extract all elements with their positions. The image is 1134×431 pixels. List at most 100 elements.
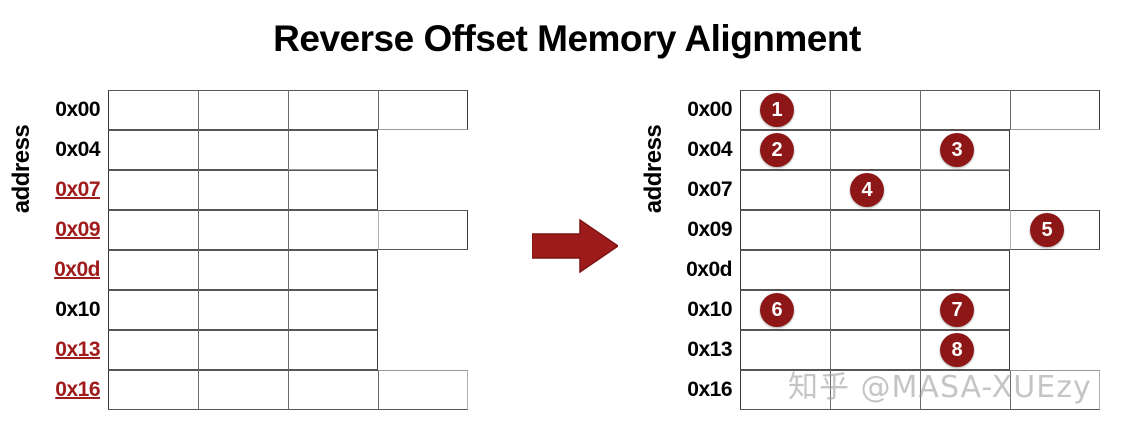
memory-cell xyxy=(198,330,288,370)
memory-row xyxy=(108,210,468,250)
memory-cell xyxy=(830,370,920,410)
memory-row xyxy=(108,250,468,290)
memory-row xyxy=(108,170,468,210)
memory-cell xyxy=(920,210,1010,250)
memory-cell xyxy=(198,250,288,290)
memory-cell xyxy=(108,90,198,130)
memory-cell xyxy=(108,290,198,330)
memory-cell xyxy=(830,290,920,330)
right-arrow-icon xyxy=(531,218,620,274)
row-label-column-left: 0x00 0x04 0x07 0x09 0x0d 0x10 0x13 0x16 xyxy=(38,90,100,410)
row-label-left-0x00: 0x00 xyxy=(55,98,100,121)
memory-cell xyxy=(288,210,378,250)
memory-cell xyxy=(108,210,198,250)
memory-cell xyxy=(378,370,468,410)
marker-circle-4: 4 xyxy=(850,173,884,207)
row-label-right-0x00: 0x00 xyxy=(687,98,732,121)
memory-row xyxy=(740,250,1100,290)
memory-cell xyxy=(830,130,920,170)
memory-cell xyxy=(740,210,830,250)
memory-cell xyxy=(198,90,288,130)
row-label-left-0x04: 0x04 xyxy=(55,138,100,161)
axis-label-address-right: address xyxy=(640,124,667,214)
row-label-left-0x07: 0x07 xyxy=(55,178,100,201)
axis-label-address-left: address xyxy=(8,124,35,214)
memory-row xyxy=(740,130,1100,170)
memory-row xyxy=(740,90,1100,130)
memory-cell xyxy=(288,370,378,410)
memory-row xyxy=(108,290,468,330)
row-label-right-0x13: 0x13 xyxy=(687,338,732,361)
memory-cell xyxy=(198,290,288,330)
memory-row xyxy=(740,290,1100,330)
memory-cell xyxy=(108,170,198,210)
memory-cell xyxy=(920,170,1010,210)
memory-cell xyxy=(288,290,378,330)
memory-row xyxy=(740,170,1100,210)
memory-cell-empty xyxy=(378,330,468,370)
memory-cell xyxy=(108,370,198,410)
row-label-left-0x09: 0x09 xyxy=(55,218,100,241)
memory-cell xyxy=(108,250,198,290)
memory-row xyxy=(108,130,468,170)
row-label-left-0x13: 0x13 xyxy=(55,338,100,361)
row-label-right-0x10: 0x10 xyxy=(687,298,732,321)
memory-cell-empty xyxy=(378,170,468,210)
memory-cell xyxy=(830,210,920,250)
memory-cell xyxy=(288,130,378,170)
memory-cell xyxy=(108,130,198,170)
memory-cell xyxy=(920,90,1010,130)
memory-cell xyxy=(740,250,830,290)
row-label-right-0x07: 0x07 xyxy=(687,178,732,201)
memory-cell xyxy=(198,210,288,250)
memory-cell xyxy=(198,130,288,170)
memory-cell xyxy=(378,90,468,130)
memory-grid-right: 1 2 3 4 5 6 7 8 xyxy=(740,90,1100,410)
memory-cell xyxy=(830,90,920,130)
memory-cell xyxy=(288,170,378,210)
memory-cell xyxy=(1010,370,1100,410)
memory-cell xyxy=(1010,90,1100,130)
memory-row xyxy=(108,370,468,410)
memory-cell xyxy=(288,90,378,130)
memory-cell xyxy=(830,250,920,290)
row-label-left-0x16: 0x16 xyxy=(55,378,100,401)
memory-cell-empty xyxy=(378,250,468,290)
marker-circle-7: 7 xyxy=(940,293,974,327)
memory-row xyxy=(108,90,468,130)
memory-cell-empty xyxy=(1010,170,1100,210)
memory-cell xyxy=(920,370,1010,410)
memory-cell-empty xyxy=(378,130,468,170)
memory-cell xyxy=(288,250,378,290)
memory-row xyxy=(740,370,1100,410)
row-label-right-0x09: 0x09 xyxy=(687,218,732,241)
marker-circle-2: 2 xyxy=(760,133,794,167)
page-title: Reverse Offset Memory Alignment xyxy=(273,18,861,59)
memory-cell-empty xyxy=(378,290,468,330)
row-label-left-0x0d: 0x0d xyxy=(54,258,100,281)
memory-cell xyxy=(830,330,920,370)
memory-cell xyxy=(920,250,1010,290)
memory-cell xyxy=(378,210,468,250)
memory-cell-empty xyxy=(1010,250,1100,290)
memory-cell xyxy=(108,330,198,370)
marker-circle-6: 6 xyxy=(760,293,794,327)
memory-cell xyxy=(198,170,288,210)
memory-cell-empty xyxy=(1010,290,1100,330)
marker-circle-3: 3 xyxy=(940,133,974,167)
row-label-right-0x16: 0x16 xyxy=(687,378,732,401)
memory-cell xyxy=(198,370,288,410)
marker-circle-5: 5 xyxy=(1030,213,1064,247)
memory-grid-left xyxy=(108,90,468,410)
memory-row xyxy=(108,330,468,370)
row-label-column-right: 0x00 0x04 0x07 0x09 0x0d 0x10 0x13 0x16 xyxy=(670,90,732,410)
memory-cell xyxy=(740,170,830,210)
row-label-right-0x0d: 0x0d xyxy=(686,258,732,281)
marker-circle-1: 1 xyxy=(760,93,794,127)
watermark: 知乎 @MASA-XUEzy xyxy=(788,370,1092,405)
memory-cell xyxy=(288,330,378,370)
marker-circle-8: 8 xyxy=(940,333,974,367)
row-label-right-0x04: 0x04 xyxy=(687,138,732,161)
row-label-left-0x10: 0x10 xyxy=(55,298,100,321)
right-arrow-svg xyxy=(531,218,620,274)
